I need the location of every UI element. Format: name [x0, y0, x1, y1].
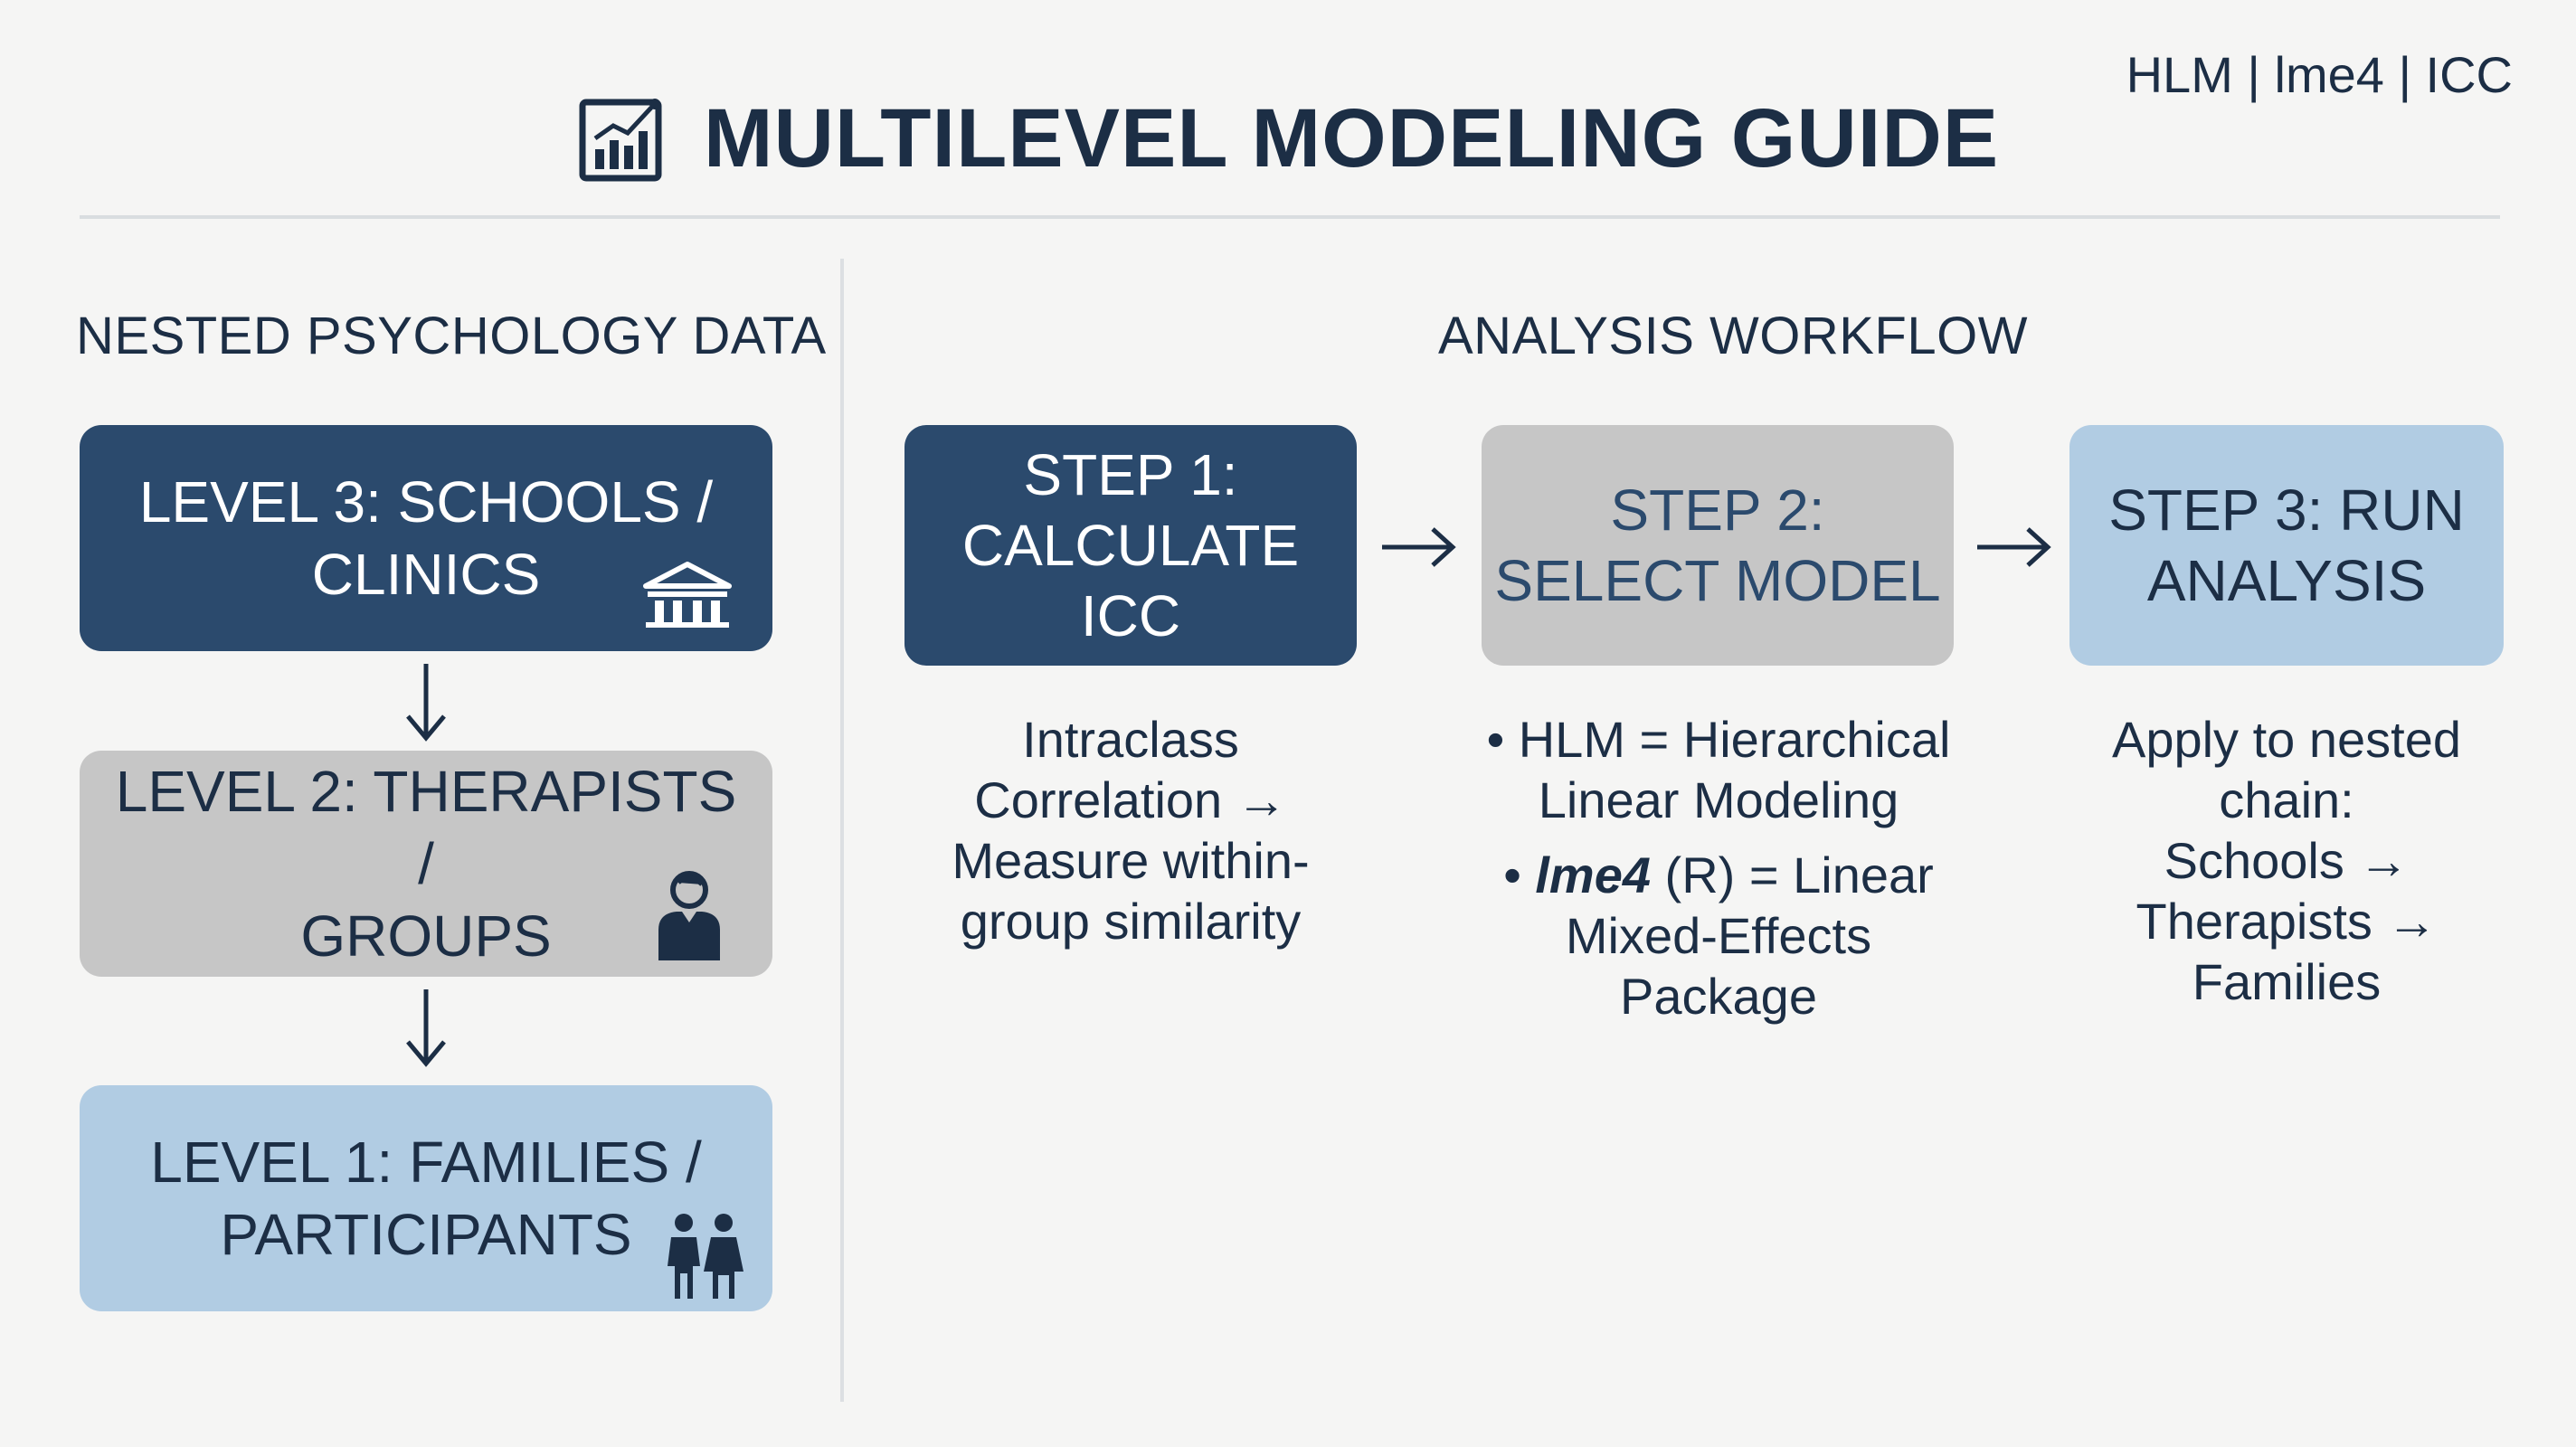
- person-icon: [658, 871, 720, 960]
- term-lme4-definition-cont: Mixed-Effects: [1565, 907, 1872, 964]
- down-arrow-icon: [406, 664, 446, 742]
- step-3-desc-line: Apply to nested: [2111, 711, 2462, 768]
- step-1-description: Intraclass Correlation → Measure within-…: [904, 709, 1357, 951]
- step-3-desc-line: chain:: [2219, 771, 2354, 828]
- term-hlm: HLM: [1518, 711, 1625, 768]
- term-lme4-definition-cont: Package: [1620, 968, 1817, 1025]
- step-2-label-line2: SELECT MODEL: [1494, 548, 1941, 613]
- level-1-label-line1: LEVEL 1: FAMILIES /: [150, 1130, 702, 1195]
- panel-divider: [840, 259, 844, 1402]
- level-1-box: LEVEL 1: FAMILIES / PARTICIPANTS: [80, 1085, 772, 1311]
- step-1-box: STEP 1: CALCULATE ICC: [904, 425, 1357, 666]
- page-title: MULTILEVEL MODELING GUIDE: [703, 91, 2000, 184]
- step-2-box: STEP 2: SELECT MODEL: [1482, 425, 1954, 666]
- step-1-desc-line: Measure within-: [952, 832, 1310, 889]
- method-tags: HLM | lme4 | ICC: [2126, 46, 2513, 103]
- term-lme4-definition: (R) = Linear: [1651, 846, 1934, 903]
- school-building-icon: [643, 562, 732, 628]
- step-1-desc-line: group similarity: [960, 893, 1302, 950]
- level-3-label-line2: CLINICS: [311, 542, 541, 607]
- title-row: MULTILEVEL MODELING GUIDE: [0, 80, 2576, 197]
- step-3-box: STEP 3: RUN ANALYSIS: [2069, 425, 2504, 666]
- down-arrow-icon: [406, 989, 446, 1067]
- term-hlm-definition-cont: Linear Modeling: [1538, 771, 1899, 828]
- step-2-label-line1: STEP 2:: [1610, 478, 1825, 543]
- step-1-desc-line: Correlation →: [974, 771, 1287, 828]
- step-1-label-line1: STEP 1:: [1023, 442, 1238, 507]
- level-2-box: LEVEL 2: THERAPISTS / GROUPS: [80, 751, 772, 977]
- step-1-desc-line: Intraclass: [1022, 711, 1239, 768]
- bullet-hlm: • HLM = Hierarchical Linear Modeling: [1447, 709, 1990, 830]
- term-lme4: lme4: [1535, 846, 1651, 903]
- level-2-label-line1: LEVEL 2: THERAPISTS /: [115, 759, 737, 896]
- bullet-lme4: • lme4 (R) = Linear Mixed-Effects Packag…: [1447, 845, 1990, 1026]
- step-3-label-line2: ANALYSIS: [2146, 548, 2427, 613]
- family-icon: [668, 1214, 743, 1299]
- right-panel-heading: ANALYSIS WORKFLOW: [1438, 307, 2028, 365]
- step-3-label-line1: STEP 3: RUN: [2108, 478, 2465, 543]
- step-1-label-line2: CALCULATE ICC: [961, 513, 1300, 648]
- step-3-desc-line: Therapists →: [2136, 893, 2438, 950]
- level-3-label-line1: LEVEL 3: SCHOOLS /: [138, 469, 714, 534]
- bullet-marker: •: [1503, 846, 1536, 903]
- step-3-desc-line: Schools →: [2164, 832, 2410, 889]
- right-arrow-icon: [1382, 527, 1456, 567]
- level-3-box: LEVEL 3: SCHOOLS / CLINICS: [80, 425, 772, 651]
- step-3-description: Apply to nested chain: Schools → Therapi…: [2051, 709, 2522, 1012]
- level-1-label-line2: PARTICIPANTS: [220, 1202, 632, 1267]
- term-hlm-definition: = Hierarchical: [1624, 711, 1951, 768]
- left-panel-heading: NESTED PSYCHOLOGY DATA: [76, 307, 827, 365]
- bar-chart-icon: [579, 99, 662, 182]
- step-2-description: • HLM = Hierarchical Linear Modeling • l…: [1447, 709, 1990, 1041]
- right-arrow-icon: [1977, 527, 2051, 567]
- header-divider: [80, 215, 2500, 219]
- level-2-label-line2: GROUPS: [300, 903, 552, 969]
- bullet-marker: •: [1486, 711, 1519, 768]
- step-3-desc-line: Families: [2192, 953, 2382, 1010]
